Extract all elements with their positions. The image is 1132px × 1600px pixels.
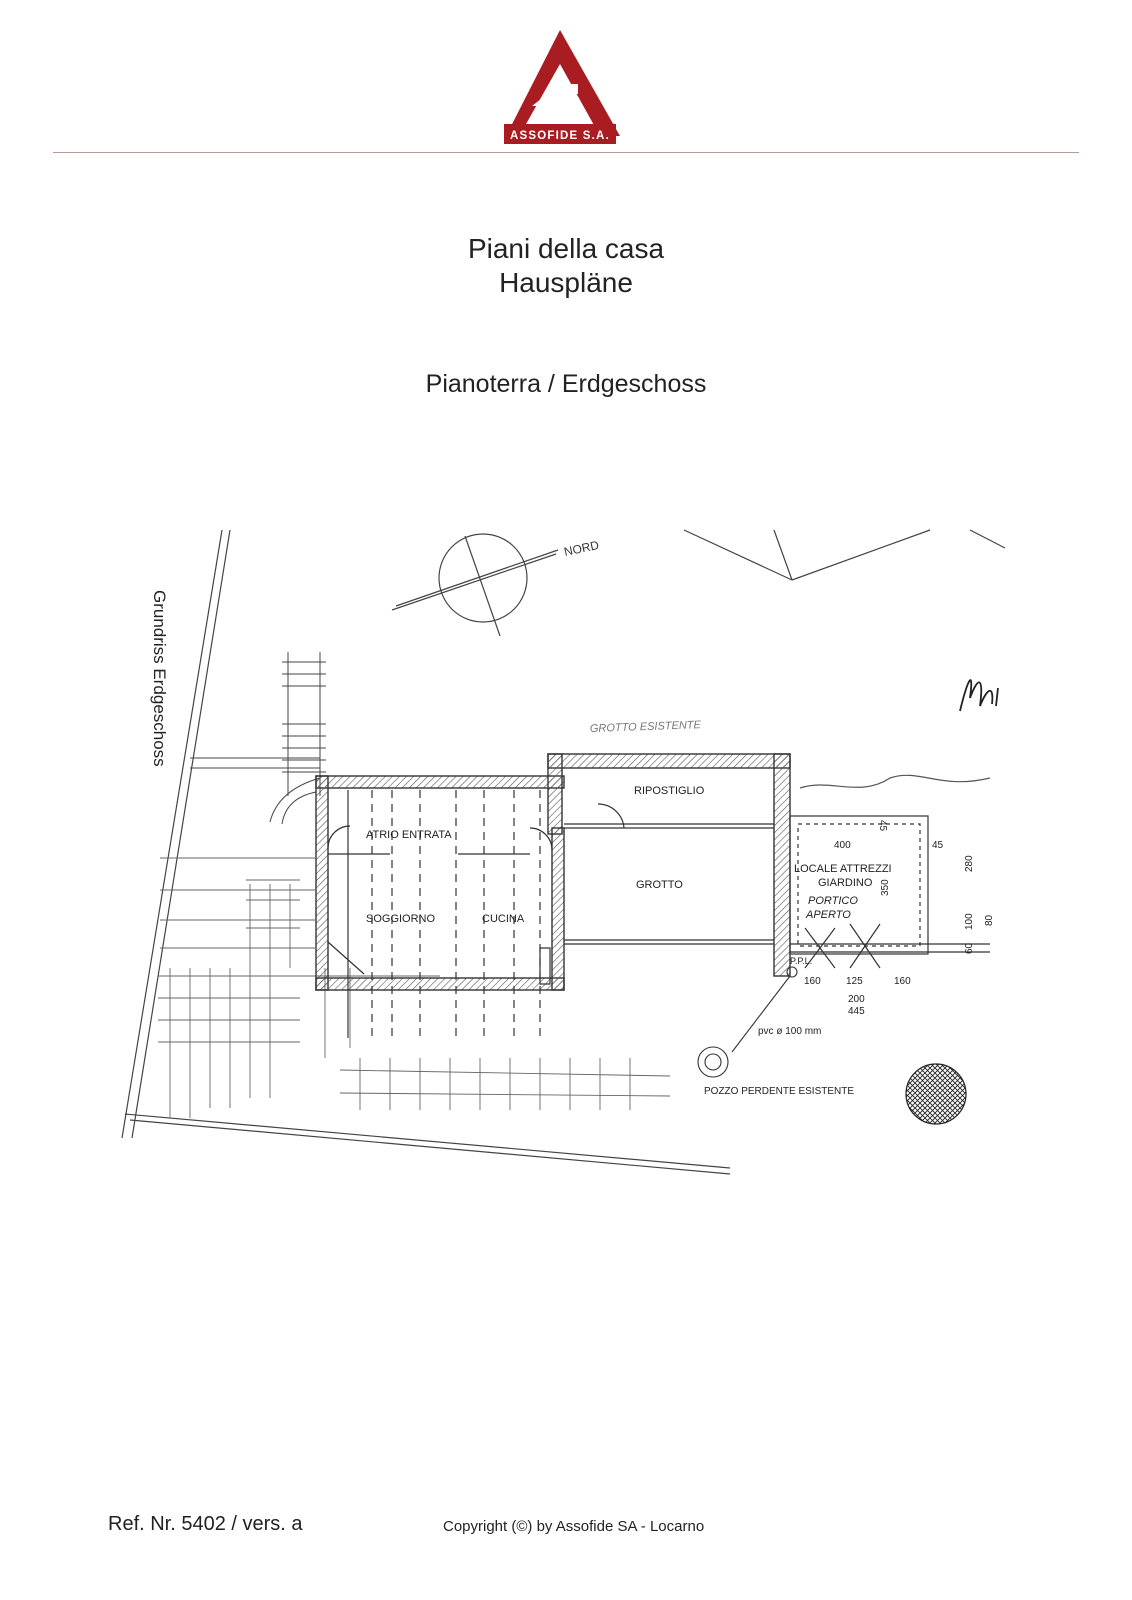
company-logo: ASSOFIDE S.A. xyxy=(504,30,620,144)
left-staircase xyxy=(190,652,326,825)
dim-45-top: 45 xyxy=(877,820,888,832)
room-portico: PORTICO xyxy=(808,895,858,907)
dim-125: 125 xyxy=(846,976,863,987)
interior-partitions xyxy=(327,790,774,1038)
drainage-pipe xyxy=(697,966,798,1078)
dim-350: 350 xyxy=(880,879,891,896)
floor-plan-drawing: NORD Grundriss Erdgeschoss GROTTO ESISTE… xyxy=(121,529,1006,1175)
annex-structure xyxy=(789,774,991,969)
existing-grotto-label: GROTTO ESISTENTE xyxy=(590,719,702,735)
room-giardino: GIARDINO xyxy=(818,877,873,889)
dim-200: 200 xyxy=(848,994,865,1005)
dim-45-right: 45 xyxy=(932,840,944,851)
room-cucina: CUCINA xyxy=(482,913,525,925)
room-aperto: APERTO xyxy=(805,909,851,921)
dim-280: 280 xyxy=(964,855,975,872)
dim-100: 100 xyxy=(964,913,975,930)
well-label: POZZO PERDENTE ESISTENTE xyxy=(704,1086,854,1097)
dim-60: 60 xyxy=(964,942,975,954)
dim-ppl: P.P.L. xyxy=(790,956,812,966)
signature-mark xyxy=(959,679,999,712)
room-atrio-entrata: ATRIO ENTRATA xyxy=(366,829,452,841)
north-arrow xyxy=(391,533,559,637)
dim-160-right: 160 xyxy=(894,976,911,987)
document-title-de: Hauspläne xyxy=(499,267,633,298)
room-soggiorno: SOGGIORNO xyxy=(366,913,436,925)
dim-160-left: 160 xyxy=(804,976,821,987)
building-walls xyxy=(315,753,791,991)
header-rule xyxy=(53,152,1079,153)
north-label: NORD xyxy=(563,538,601,559)
logo-text: ASSOFIDE S.A. xyxy=(510,130,610,142)
logo-band xyxy=(504,124,616,144)
logo-triangle xyxy=(506,30,620,136)
property-boundary xyxy=(121,529,1006,1175)
pipe-label: pvc ø 100 mm xyxy=(758,1026,821,1037)
room-ripostiglio: RIPOSTIGLIO xyxy=(634,785,705,797)
terrace-grid xyxy=(158,857,671,1118)
room-locale-attrezzi: LOCALE ATTREZZI xyxy=(794,863,892,875)
room-grotto: GROTTO xyxy=(636,879,683,891)
tree-icon xyxy=(905,1063,967,1125)
copyright-notice: Copyright (©) by Assofide SA - Locarno xyxy=(443,1518,705,1535)
dim-400: 400 xyxy=(834,840,851,851)
dimension-labels: 400 45 45 280 350 100 80 60 P.P.L. 160 1… xyxy=(790,820,995,1017)
reference-number: Ref. Nr. 5402 / vers. a xyxy=(108,1513,303,1535)
plan-caption-vertical: Grundriss Erdgeschoss xyxy=(150,590,169,767)
document-subtitle: Pianoterra / Erdgeschoss xyxy=(425,370,707,398)
dim-80: 80 xyxy=(984,914,995,926)
logo-inner-mark xyxy=(532,84,578,106)
dim-445: 445 xyxy=(848,1006,865,1017)
document-title-it: Piani della casa xyxy=(467,233,665,264)
